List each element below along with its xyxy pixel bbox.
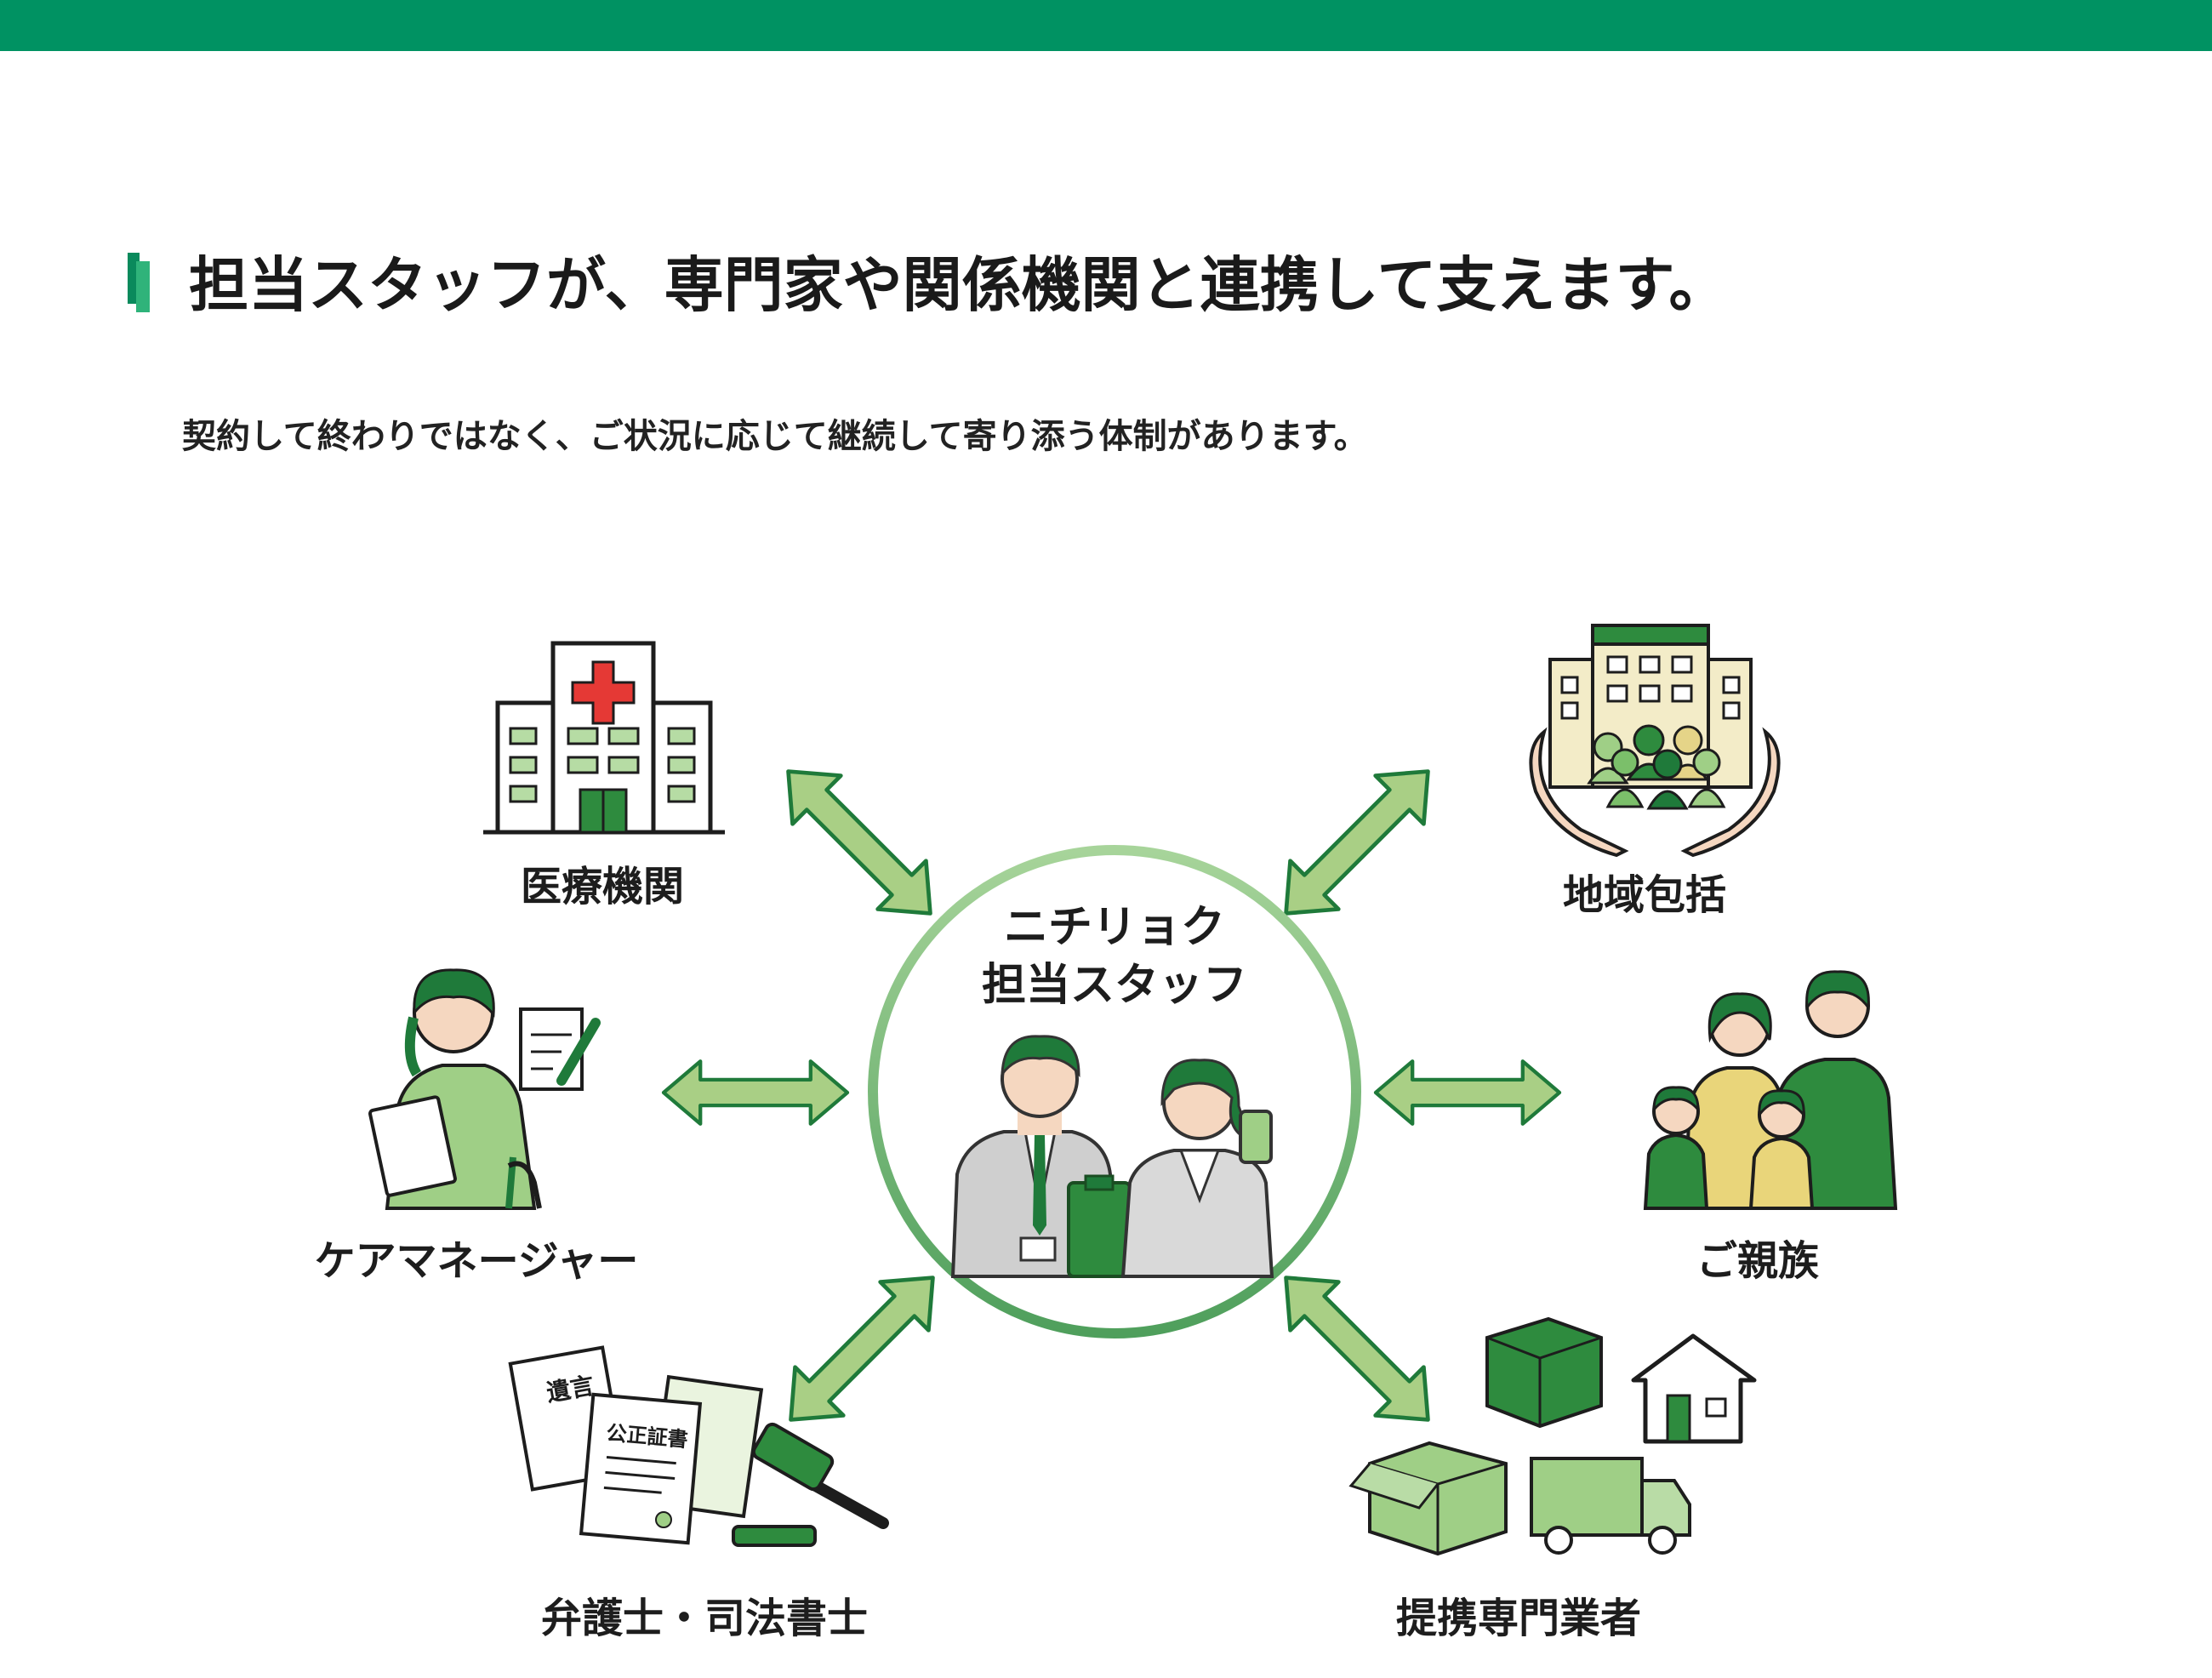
care-manager-icon xyxy=(368,968,601,1210)
center-title-line2: 担当スタッフ xyxy=(982,960,1247,1011)
legal-documents-icon: 遺言 公正証書 xyxy=(508,1345,889,1547)
node-label-medical: 医療機関 xyxy=(521,863,684,910)
family-icon xyxy=(1643,970,1898,1210)
arrow-community xyxy=(1262,747,1452,938)
center-node: ニチリョク 担当スタッフ xyxy=(868,845,1361,1338)
page-title: 担当スタッフが、専門家や関係機関と連携して支えます。 xyxy=(189,250,1729,320)
arrow-legal xyxy=(767,1253,957,1444)
node-label-care-manager: ケアマネージャー xyxy=(315,1237,639,1285)
arrow-family xyxy=(1376,1061,1559,1123)
hospital-icon xyxy=(483,641,725,835)
node-label-legal: 弁護士・司法書士 xyxy=(541,1595,868,1642)
lead-text: 契約して終わりではなく、ご状況に応じて継続して寄り添う体制があります。 xyxy=(182,417,1368,456)
arrow-services xyxy=(1262,1253,1452,1444)
moving-services-icon xyxy=(1348,1316,1757,1556)
center-title-line1: ニチリョク xyxy=(1004,902,1225,953)
heading-marker-icon xyxy=(128,253,150,312)
node-label-community: 地域包括 xyxy=(1563,871,1726,919)
node-label-family: ご親族 xyxy=(1696,1237,1819,1285)
two-staff-icon xyxy=(950,1035,1274,1278)
arrow-care-manager xyxy=(664,1061,847,1123)
community-care-icon xyxy=(1529,624,1781,858)
arrow-medical xyxy=(764,747,955,938)
top-accent-bar xyxy=(0,0,2212,51)
node-label-services: 提携専門業者 xyxy=(1396,1595,1641,1642)
